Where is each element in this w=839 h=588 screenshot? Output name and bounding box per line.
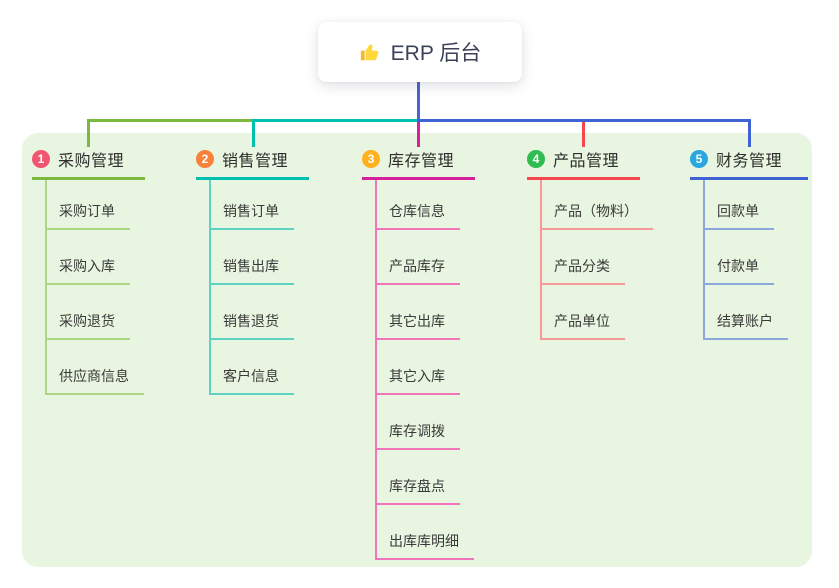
branch-inventory-heading[interactable]: 3 库存管理 [362,148,475,180]
branch-inventory: 3 库存管理 仓库信息 产品库存 其它出库 其它入库 库存调拨 库存盘点 出库库… [362,148,475,560]
tree-node-label: 产品库存 [377,256,460,285]
branch-number-badge: 4 [527,150,545,168]
branch-sales-children: 销售订单 销售出库 销售退货 客户信息 [209,180,309,395]
tree-node[interactable]: 付款单 [705,230,808,285]
branch-sales: 2 销售管理 销售订单 销售出库 销售退货 客户信息 [196,148,309,395]
branch-label: 库存管理 [388,153,455,170]
mindmap-canvas [22,133,812,567]
tree-node-label: 出库库明细 [377,531,474,560]
branch-number-badge: 5 [690,150,708,168]
tree-node[interactable]: 回款单 [705,180,808,230]
branch-label: 销售管理 [222,153,289,170]
tree-node[interactable]: 出库库明细 [377,505,475,560]
tree-node[interactable]: 客户信息 [211,340,309,395]
tree-node[interactable]: 产品（物料） [542,180,653,230]
branch-label: 采购管理 [58,153,125,170]
branch-label: 产品管理 [553,153,620,170]
tree-node-label: 仓库信息 [377,201,460,230]
connector-drop-sales [252,119,255,147]
branch-purchase-children: 采购订单 采购入库 采购退货 供应商信息 [45,180,145,395]
tree-node-label: 回款单 [705,201,774,230]
tree-node-label: 销售退货 [211,311,294,340]
connector-horizontal-blue [417,119,751,122]
branch-number-badge: 1 [32,150,50,168]
branch-finance-children: 回款单 付款单 结算账户 [703,180,808,340]
branch-label: 财务管理 [716,153,783,170]
branch-number-badge: 3 [362,150,380,168]
branch-purchase: 1 采购管理 采购订单 采购入库 采购退货 供应商信息 [32,148,145,395]
tree-node[interactable]: 采购退货 [47,285,145,340]
tree-node[interactable]: 采购入库 [47,230,145,285]
tree-node[interactable]: 库存盘点 [377,450,475,505]
tree-node[interactable]: 产品分类 [542,230,640,285]
connector-drop-finance [748,119,751,147]
tree-node[interactable]: 销售出库 [211,230,309,285]
branch-finance-heading[interactable]: 5 财务管理 [690,148,808,180]
branch-inventory-children: 仓库信息 产品库存 其它出库 其它入库 库存调拨 库存盘点 出库库明细 [375,180,475,560]
tree-node-label: 供应商信息 [47,366,144,395]
branch-number-badge: 2 [196,150,214,168]
root-node[interactable]: ERP 后台 [318,22,522,82]
connector-horizontal-green [87,119,253,122]
branch-purchase-heading[interactable]: 1 采购管理 [32,148,145,180]
tree-node[interactable]: 仓库信息 [377,180,475,230]
tree-node[interactable]: 供应商信息 [47,340,145,395]
root-connector-line [417,82,420,122]
tree-node-label: 付款单 [705,256,774,285]
tree-node-label: 客户信息 [211,366,294,395]
tree-node-label: 销售订单 [211,201,294,230]
tree-node-label: 其它出库 [377,311,460,340]
tree-node-label: 销售出库 [211,256,294,285]
tree-node[interactable]: 采购订单 [47,180,145,230]
tree-node[interactable]: 库存调拨 [377,395,475,450]
branch-product-children: 产品（物料） 产品分类 产品单位 [540,180,653,340]
tree-node[interactable]: 结算账户 [705,285,808,340]
root-label: ERP 后台 [390,42,482,65]
tree-node-label: 产品（物料） [542,201,653,230]
branch-product: 4 产品管理 产品（物料） 产品分类 产品单位 [527,148,653,340]
tree-node-label: 库存调拨 [377,421,460,450]
tree-node[interactable]: 其它出库 [377,285,475,340]
connector-drop-purchase [87,119,90,147]
tree-node-label: 采购订单 [47,201,130,230]
tree-node-label: 采购退货 [47,311,130,340]
branch-product-heading[interactable]: 4 产品管理 [527,148,640,180]
tree-node-label: 其它入库 [377,366,460,395]
tree-node[interactable]: 其它入库 [377,340,475,395]
tree-node-label: 产品单位 [542,311,625,340]
tree-node-label: 结算账户 [705,311,788,340]
tree-node[interactable]: 产品库存 [377,230,475,285]
connector-horizontal-teal [252,119,419,122]
tree-node[interactable]: 销售订单 [211,180,309,230]
tree-node-label: 库存盘点 [377,476,460,505]
thumbs-up-icon [359,41,381,63]
tree-node[interactable]: 销售退货 [211,285,309,340]
connector-drop-inventory [417,122,420,147]
tree-node[interactable]: 产品单位 [542,285,640,340]
branch-sales-heading[interactable]: 2 销售管理 [196,148,309,180]
tree-node-label: 产品分类 [542,256,625,285]
branch-finance: 5 财务管理 回款单 付款单 结算账户 [690,148,808,340]
tree-node-label: 采购入库 [47,256,130,285]
connector-drop-product [582,122,585,147]
